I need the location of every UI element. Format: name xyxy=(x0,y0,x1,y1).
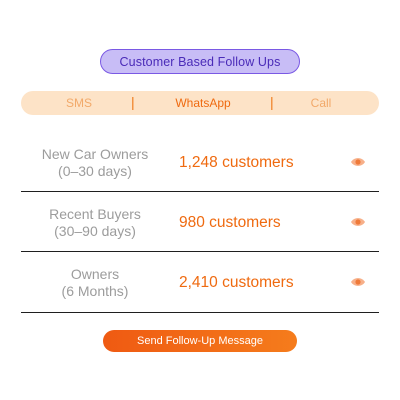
segment-row-recent-buyers: Recent Buyers (30–90 days) 980 customers xyxy=(21,194,379,252)
eye-icon[interactable] xyxy=(350,156,366,168)
row-divider xyxy=(21,251,379,252)
tab-call[interactable]: Call xyxy=(310,96,332,110)
segment-period: (30–90 days) xyxy=(54,222,136,239)
tab-separator: | xyxy=(270,94,274,110)
segment-name: Owners xyxy=(70,265,120,282)
segment-period: (6 Months) xyxy=(61,282,129,299)
segment-row-new-car-owners: New Car Owners (0–30 days) 1,248 custome… xyxy=(21,134,379,192)
row-divider xyxy=(21,191,379,192)
segment-name: New Car Owners xyxy=(41,145,149,162)
tab-separator: | xyxy=(131,94,135,110)
segment-count: 2,410 customers xyxy=(179,274,294,291)
eye-icon[interactable] xyxy=(350,276,366,288)
tab-whatsapp[interactable]: WhatsApp xyxy=(175,96,231,110)
eye-icon[interactable] xyxy=(350,216,366,228)
segment-row-owners: Owners (6 Months) 2,410 customers xyxy=(21,254,379,313)
page-title: Customer Based Follow Ups xyxy=(100,49,300,74)
send-follow-up-button[interactable]: Send Follow-Up Message xyxy=(103,330,297,352)
channel-selector: SMS | WhatsApp | Call xyxy=(21,91,379,115)
segment-label: New Car Owners (0–30 days) xyxy=(21,134,169,191)
segment-count: 1,248 customers xyxy=(179,154,294,171)
segment-period: (0–30 days) xyxy=(58,162,132,179)
segment-name: Recent Buyers xyxy=(49,205,141,222)
row-divider xyxy=(21,312,379,313)
segment-label: Owners (6 Months) xyxy=(21,254,169,311)
tab-sms[interactable]: SMS xyxy=(65,96,92,110)
segment-label: Recent Buyers (30–90 days) xyxy=(21,194,169,251)
segment-count: 980 customers xyxy=(179,214,281,231)
